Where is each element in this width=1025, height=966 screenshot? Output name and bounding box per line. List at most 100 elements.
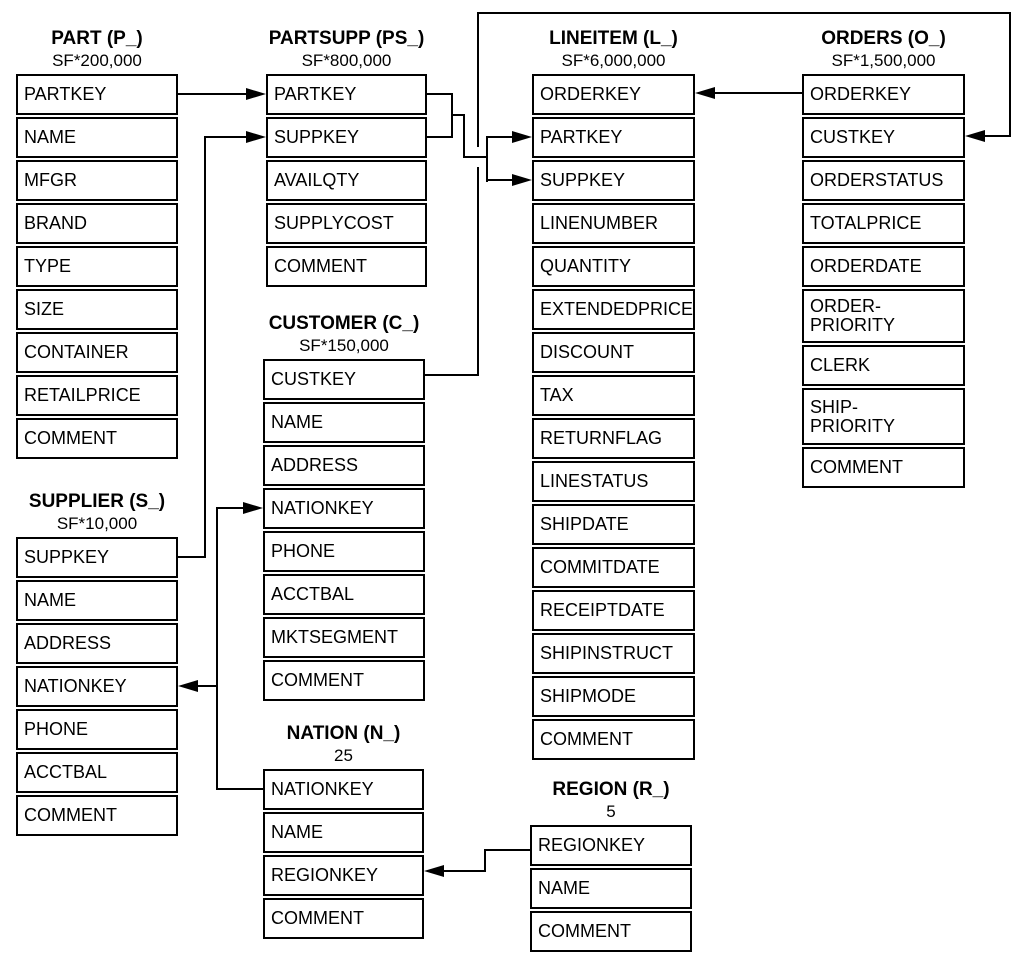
table-cardinality: 25 [334,746,353,765]
column-suppkey: SUPPKEY [266,117,427,158]
column-name: NAME [16,580,178,621]
table-title: NATION (N_) [286,723,401,744]
connector-segment [427,136,453,138]
connector-segment [216,788,263,790]
column-discount: DISCOUNT [532,332,695,373]
column-nationkey: NATIONKEY [263,488,425,529]
connector-segment [713,92,802,94]
column-acctbal: ACCTBAL [16,752,178,793]
column-shipmode: SHIPMODE [532,676,695,717]
column-regionkey: REGIONKEY [530,825,692,866]
connector-segment [484,849,530,851]
column-custkey: CUSTKEY [802,117,965,158]
table-title: SUPPLIER (S_) [28,491,166,512]
arrowhead-right-icon [512,174,532,186]
column-address: ADDRESS [263,445,425,486]
column-mktsegment: MKTSEGMENT [263,617,425,658]
connector-segment [178,93,248,95]
column-acctbal: ACCTBAL [263,574,425,615]
connector-segment [983,135,1011,137]
column-container: CONTAINER [16,332,178,373]
column-orderdate: ORDERDATE [802,246,965,287]
connector-segment [442,870,486,872]
column-custkey: CUSTKEY [263,359,425,400]
column-receiptdate: RECEIPTDATE [532,590,695,631]
connector-segment [427,93,453,95]
table-title: PART (P_) [51,28,143,49]
column-partkey: PARTKEY [266,74,427,115]
column-phone: PHONE [263,531,425,572]
connector-segment [196,685,218,687]
column-partkey: PARTKEY [16,74,178,115]
column-comment: COMMENT [263,660,425,701]
column-size: SIZE [16,289,178,330]
arrowhead-left-icon [965,130,985,142]
column-ship-priority: SHIP- PRIORITY [802,388,965,445]
table-cardinality: SF*1,500,000 [831,51,936,70]
arrowhead-right-icon [512,131,532,143]
column-regionkey: REGIONKEY [263,855,424,896]
column-availqty: AVAILQTY [266,160,427,201]
column-retailprice: RETAILPRICE [16,375,178,416]
connector-segment [216,508,218,790]
column-commitdate: COMMITDATE [532,547,695,588]
column-brand: BRAND [16,203,178,244]
connector-segment [486,136,514,138]
column-suppkey: SUPPKEY [532,160,695,201]
column-tax: TAX [532,375,695,416]
connector-segment [463,156,488,158]
column-linestatus: LINESTATUS [532,461,695,502]
connector-segment [216,507,245,509]
column-comment: COMMENT [16,795,178,836]
column-linenumber: LINENUMBER [532,203,695,244]
column-name: NAME [263,812,424,853]
column-orderkey: ORDERKEY [802,74,965,115]
column-phone: PHONE [16,709,178,750]
table-title: REGION (R_) [552,779,670,800]
column-extendedprice: EXTENDEDPRICE [532,289,695,330]
column-returnflag: RETURNFLAG [532,418,695,459]
column-comment: COMMENT [530,911,692,952]
table-title: ORDERS (O_) [821,28,946,49]
connector-segment [463,114,465,158]
column-supplycost: SUPPLYCOST [266,203,427,244]
arrowhead-left-icon [178,680,198,692]
column-name: NAME [16,117,178,158]
column-type: TYPE [16,246,178,287]
column-orderstatus: ORDERSTATUS [802,160,965,201]
arrowhead-right-icon [246,131,266,143]
column-comment: COMMENT [263,898,424,939]
connector-segment [451,114,465,116]
connector-segment [486,136,488,182]
table-title: PARTSUPP (PS_) [268,28,425,49]
connector-segment [477,12,479,147]
column-shipinstruct: SHIPINSTRUCT [532,633,695,674]
column-partkey: PARTKEY [532,117,695,158]
column-name: NAME [530,868,692,909]
connector-segment [486,179,514,181]
column-nationkey: NATIONKEY [263,769,424,810]
connector-segment [484,849,486,872]
column-orderkey: ORDERKEY [532,74,695,115]
table-cardinality: SF*6,000,000 [561,51,666,70]
table-cardinality: SF*800,000 [301,51,392,70]
connector-segment [178,556,206,558]
arrowhead-right-icon [246,88,266,100]
column-comment: COMMENT [266,246,427,287]
connector-segment [425,374,478,376]
table-cardinality: SF*150,000 [299,336,389,355]
table-cardinality: SF*200,000 [52,51,142,70]
column-comment: COMMENT [802,447,965,488]
connector-segment [204,136,246,138]
table-title: CUSTOMER (C_) [268,313,420,334]
connector-segment [204,136,206,558]
arrowhead-left-icon [424,865,444,877]
column-clerk: CLERK [802,345,965,386]
